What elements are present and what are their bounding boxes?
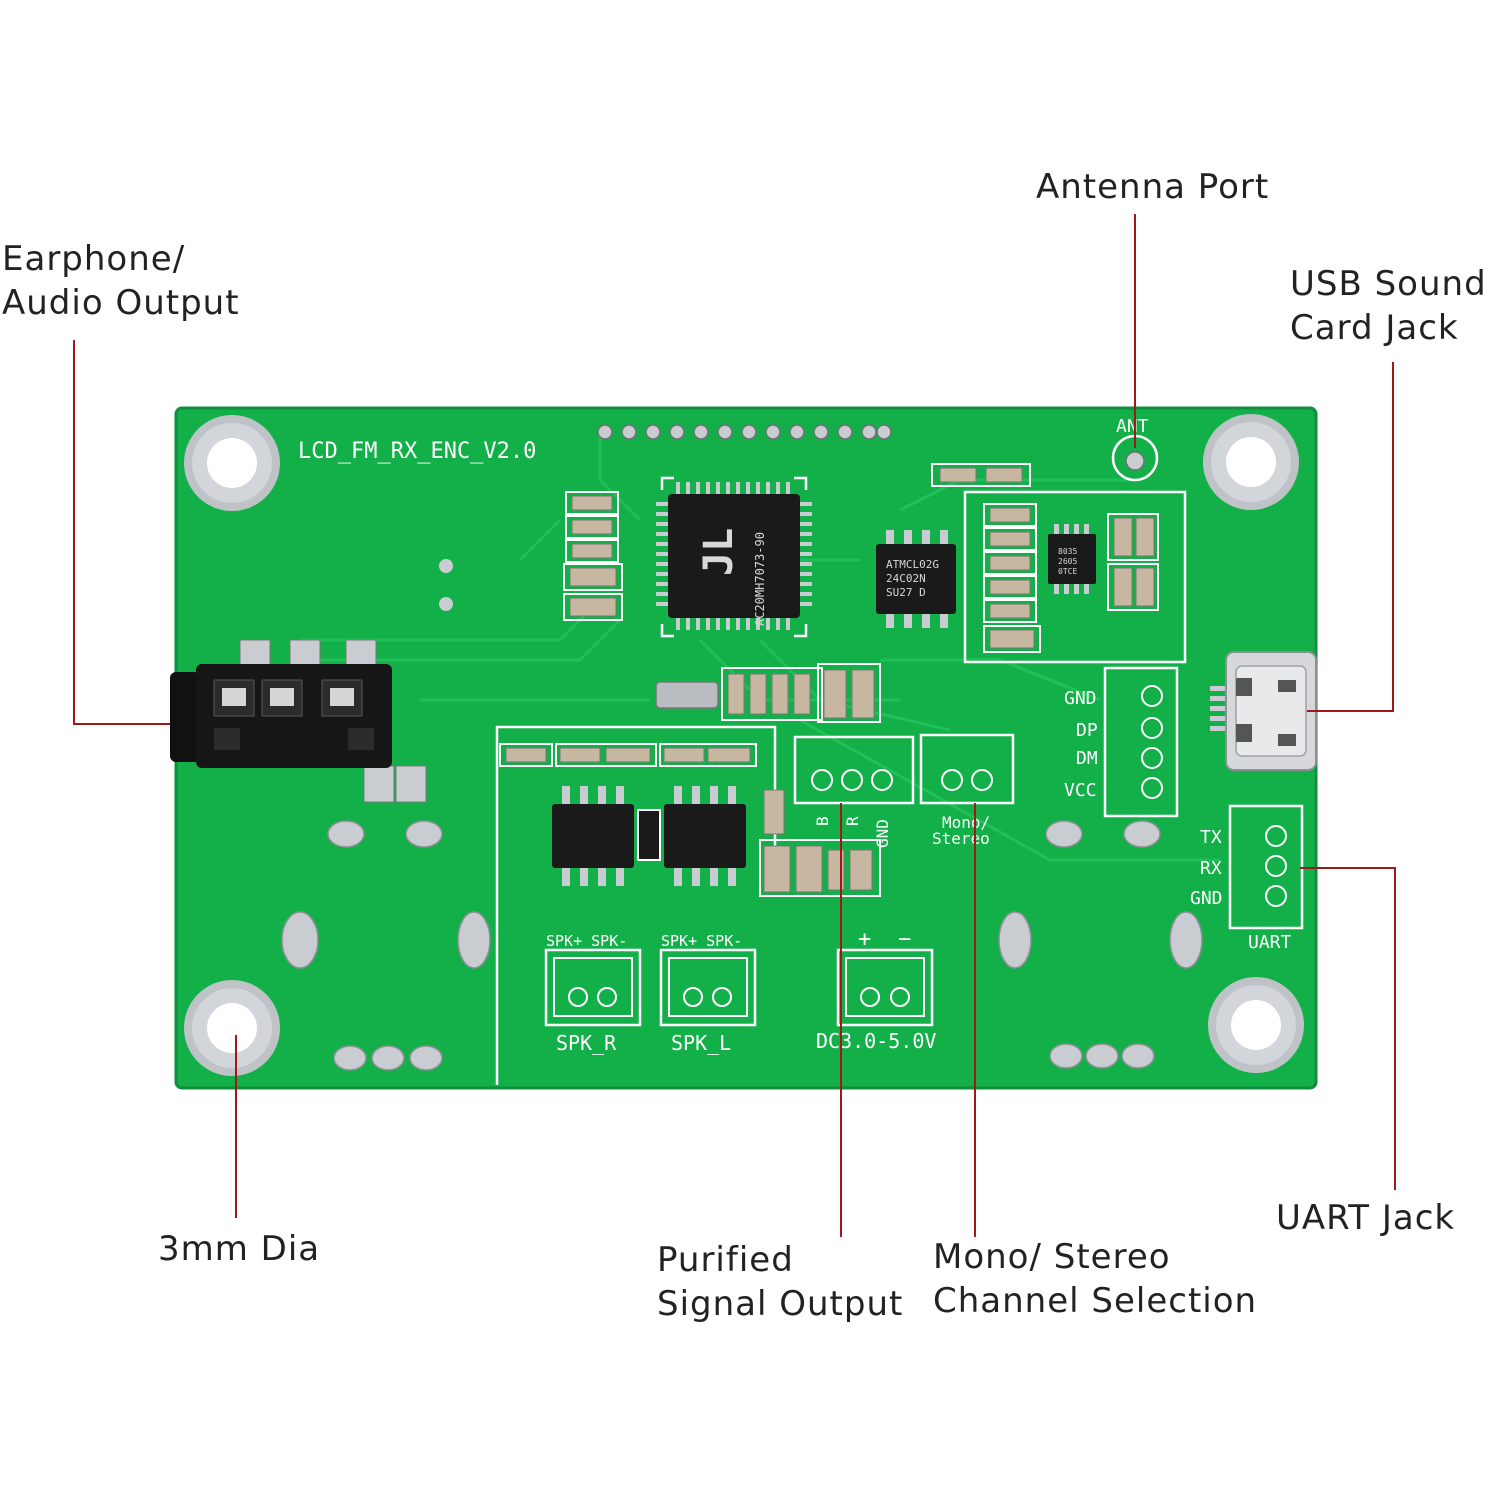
callout-hole-line-1: 3mm Dia	[158, 1229, 321, 1269]
mcu-chip: JL AC20MH7073-90	[656, 476, 812, 638]
mcu-marking: AC20MH7073-90	[753, 532, 767, 626]
mono-silk-1: Mono/	[942, 813, 990, 832]
board-title: LCD_FM_RX_ENC_V2.0	[298, 439, 536, 464]
callout-uart-line-1: UART Jack	[1276, 1198, 1456, 1238]
uart-silk-label: UART	[1248, 932, 1292, 953]
callout-mono-stereo-selection: Mono/ Stereo Channel Selection	[933, 1235, 1257, 1323]
eeprom-chip: ATMCL02G 24C02N SU27 D	[876, 530, 956, 628]
mounting-holes	[184, 414, 1304, 1076]
mount-hole-bl	[184, 980, 280, 1076]
usb-pin-gnd: GND	[1064, 688, 1097, 709]
ant-silk: ANT	[1116, 416, 1149, 437]
eeprom-line-1: ATMCL02G	[886, 558, 939, 571]
callout-earphone-line-1: Earphone/	[2, 239, 186, 279]
signal-output-header: B R GND	[811, 769, 893, 848]
mount-hole-br	[1208, 977, 1304, 1073]
callout-antenna-line-1: Antenna Port	[1036, 167, 1270, 207]
oval-pads	[281, 820, 1203, 1071]
leader-usb	[1307, 362, 1394, 712]
callout-mono-line-1: Mono/ Stereo	[933, 1237, 1171, 1277]
uart-pin-header: TX RX GND UART	[1190, 825, 1292, 953]
speaker-dc-terminals: SPK+ SPK- SPK+ SPK- + − SPK_R SPK_L DC3.…	[546, 927, 936, 1055]
out-pin-gnd: GND	[873, 819, 892, 848]
out-pin-b: B	[813, 816, 832, 826]
micro-usb-connector	[1210, 651, 1317, 771]
uart-pin-rx: RX	[1200, 858, 1222, 879]
spk-l-top-silk: SPK+ SPK-	[661, 932, 742, 950]
callout-antenna-port: Antenna Port	[1036, 165, 1269, 209]
usb-pin-dp: DP	[1076, 720, 1098, 741]
spk-r-silk: SPK_R	[556, 1031, 617, 1055]
leader-lines	[73, 214, 1396, 1237]
callout-earphone-audio-output: Earphone/ Audio Output	[2, 237, 240, 325]
callout-purified-signal-output: Purified Signal Output	[657, 1238, 903, 1326]
mount-hole-tr	[1203, 414, 1299, 510]
spk-l-silk: SPK_L	[671, 1031, 731, 1055]
callout-uart-jack: UART Jack	[1276, 1196, 1455, 1240]
out-pin-r: R	[843, 816, 862, 826]
earphone-jack	[170, 639, 427, 803]
mcu-logo: JL	[696, 528, 742, 576]
callout-mono-line-2: Channel Selection	[933, 1281, 1258, 1321]
uart-pin-gnd: GND	[1190, 888, 1223, 909]
antenna-port: ANT	[1111, 416, 1159, 482]
callout-purified-line-1: Purified	[657, 1240, 794, 1280]
mount-hole-tl	[184, 415, 280, 511]
small-ic-line-3: 0TCE	[1058, 567, 1077, 576]
mono-silk-2: Stereo	[932, 829, 990, 848]
amplifier-chips	[552, 786, 746, 886]
spk-r-top-silk: SPK+ SPK-	[546, 932, 627, 950]
eeprom-line-2: 24C02N	[886, 572, 926, 585]
leader-uart	[1300, 867, 1396, 1190]
usb-pin-vcc: VCC	[1064, 780, 1097, 801]
lcd-header-pins	[597, 424, 892, 440]
dc-voltage-silk: DC3.0-5.0V	[816, 1029, 936, 1053]
passive-components	[439, 463, 1159, 897]
dc-minus-silk: −	[898, 927, 911, 952]
small-ic-line-2: 2605	[1058, 557, 1077, 566]
callout-purified-line-2: Signal Output	[657, 1284, 904, 1324]
usb-pin-header: GND DP DM VCC	[1064, 685, 1163, 801]
small-ic: 8035 2605 0TCE	[1048, 524, 1096, 594]
small-ic-line-1: 8035	[1058, 547, 1077, 556]
eeprom-line-3: SU27 D	[886, 586, 926, 599]
callout-3mm-dia: 3mm Dia	[158, 1227, 320, 1271]
dc-plus-silk: +	[858, 927, 871, 952]
callout-usb-line-2: Card Jack	[1290, 308, 1459, 348]
usb-pin-dm: DM	[1076, 748, 1098, 769]
callout-usb-line-1: USB Sound	[1290, 264, 1487, 304]
callout-earphone-line-2: Audio Output	[2, 283, 240, 323]
leader-earphone	[73, 340, 170, 725]
uart-pin-tx: TX	[1200, 827, 1222, 848]
pcb-traces	[300, 430, 1220, 862]
callout-usb-sound-card-jack: USB Sound Card Jack	[1290, 262, 1487, 350]
pcb-board: LCD_FM_RX_ENC_V2.0 ANT	[170, 406, 1318, 1090]
